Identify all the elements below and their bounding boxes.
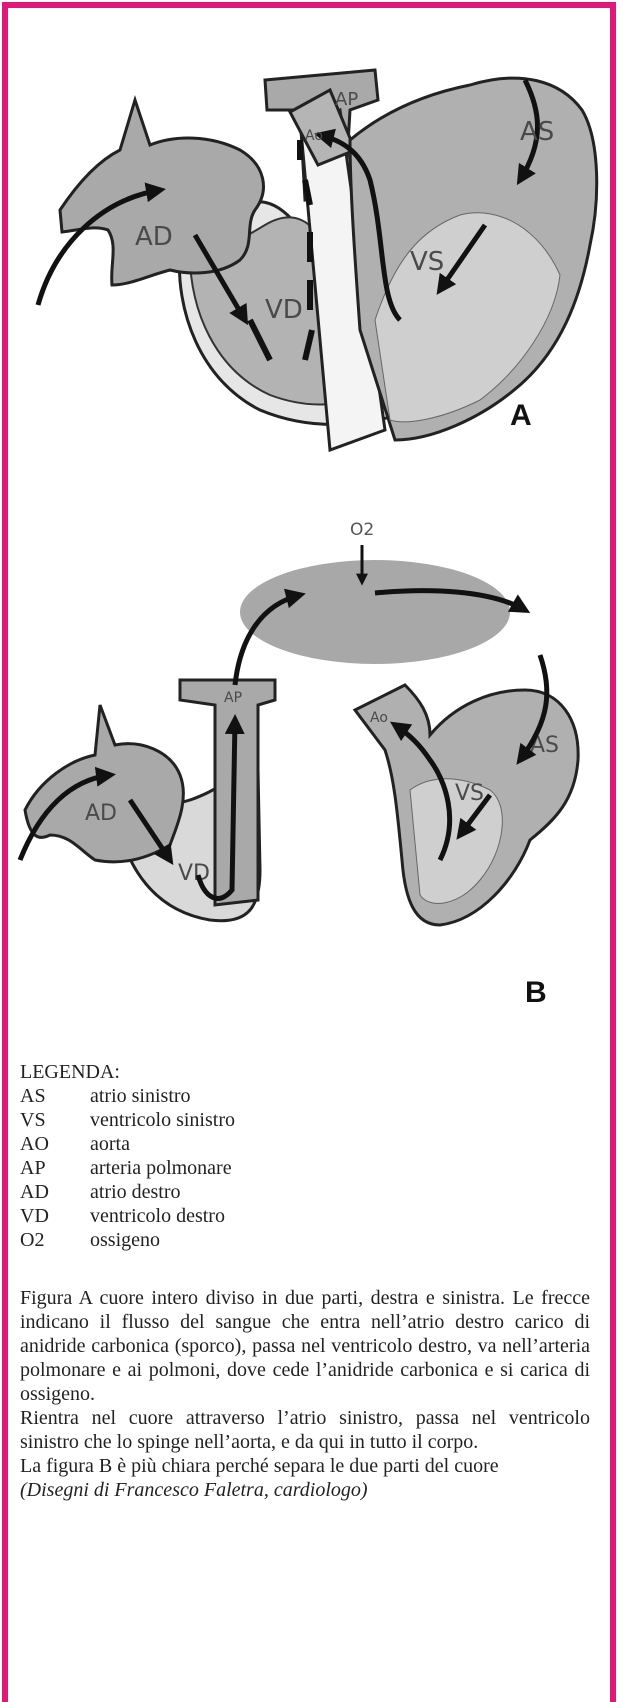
legend-desc: ventricolo sinistro [90,1108,235,1132]
legend-abbr: AD [20,1180,90,1204]
legend-row: AD atrio destro [20,1180,590,1204]
label-ad-b: AD [85,801,117,826]
label-ao-a: Ao [305,128,323,144]
right-atrium-b [25,705,183,862]
legend-desc: ventricolo destro [90,1204,225,1228]
legend-abbr: O2 [20,1228,90,1252]
legend-row: VD ventricolo destro [20,1204,590,1228]
legend-row: O2 ossigeno [20,1228,590,1252]
legend-desc: aorta [90,1132,130,1156]
legend-abbr: AO [20,1132,90,1156]
caption-paragraph: Rientra nel cuore attraverso l’atrio sin… [20,1406,590,1454]
label-vd-a: VD [265,295,303,325]
figure-b: O2 AP AD VD Ao AS VS B [20,520,578,1009]
panel-letter-b: B [525,976,547,1009]
legend-abbr: AP [20,1156,90,1180]
label-vd-b: VD [178,861,210,886]
legend-desc: atrio destro [90,1180,181,1204]
label-ap-a: AP [335,89,358,110]
lungs-ellipse [240,560,510,664]
legend-desc: arteria polmonare [90,1156,232,1180]
caption-paragraph: Figura A cuore intero diviso in due part… [20,1286,590,1406]
legend-abbr: VD [20,1204,90,1228]
label-ap-b: AP [224,690,242,706]
label-ao-b: Ao [370,710,388,726]
panel-letter-a: A [510,399,532,432]
legend-abbr: VS [20,1108,90,1132]
legend-abbr: AS [20,1084,90,1108]
right-atrium-a [60,100,263,285]
label-ad-a: AD [135,222,173,252]
label-o2: O2 [350,520,374,540]
legend: LEGENDA: AS atrio sinistro VS ventricolo… [20,1060,590,1252]
heart-diagram: AD VD AP Ao AS VS A O2 AP AD VD Ao AS VS [0,0,623,1050]
legend-row: AO aorta [20,1132,590,1156]
legend-row: AS atrio sinistro [20,1084,590,1108]
label-vs-b: VS [455,781,484,806]
legend-row: VS ventricolo sinistro [20,1108,590,1132]
caption-paragraph: La figura B è più chiara perché separa l… [20,1454,590,1478]
legend-desc: ossigeno [90,1228,160,1252]
legend-title: LEGENDA: [20,1060,590,1084]
figure-a: AD VD AP Ao AS VS A [38,70,597,450]
legend-desc: atrio sinistro [90,1084,191,1108]
legend-row: AP arteria polmonare [20,1156,590,1180]
figure-caption: Figura A cuore intero diviso in due part… [20,1286,590,1502]
label-vs-a: VS [410,247,444,277]
caption-credit: (Disegni di Francesco Faletra, cardiolog… [20,1478,590,1502]
label-as-a: AS [520,117,554,147]
